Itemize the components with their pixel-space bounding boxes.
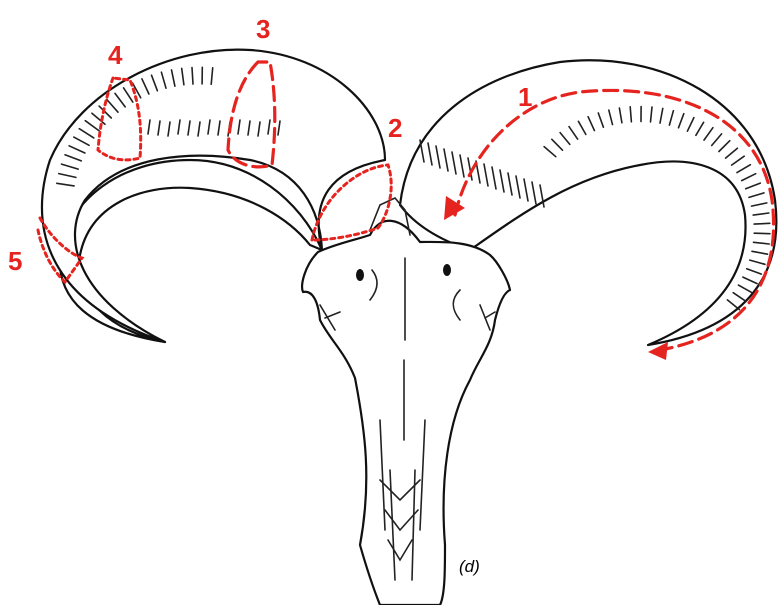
zone-label-2: 2 [388,113,402,143]
figure-caption: (d) [459,557,480,576]
zone-label-3: 3 [256,14,270,44]
zone-label-4: 4 [108,40,123,70]
zone-label-5: 5 [8,246,22,276]
skull [302,198,510,605]
zone-label-1: 1 [518,82,532,112]
